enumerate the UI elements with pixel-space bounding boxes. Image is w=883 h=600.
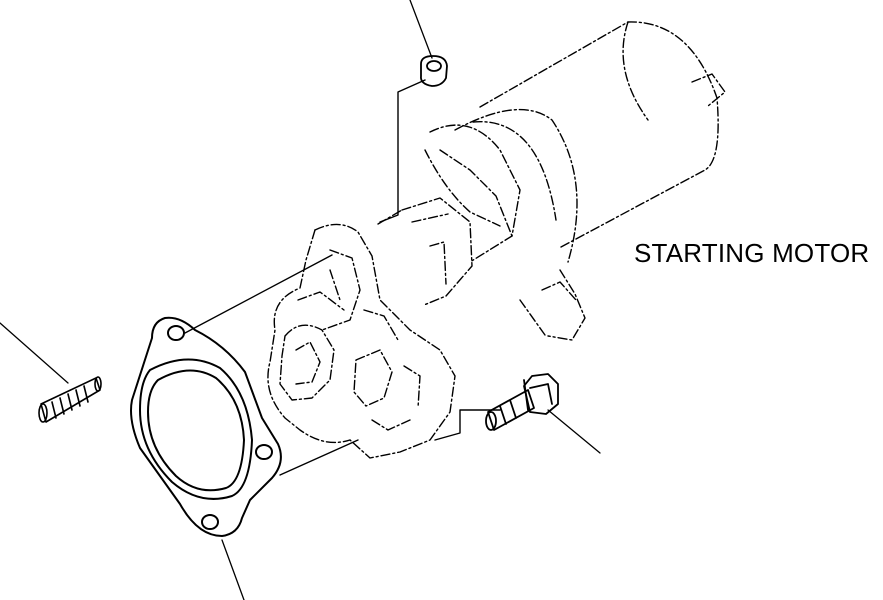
nut — [421, 56, 447, 86]
flange-bolt — [486, 374, 558, 430]
starting-motor — [268, 22, 725, 458]
assembly-guide-lines — [185, 80, 500, 475]
gasket — [131, 318, 281, 536]
leader-lines — [0, 0, 600, 600]
starting-motor-label: STARTING MOTOR — [634, 238, 870, 268]
stud-bolt — [39, 377, 101, 422]
